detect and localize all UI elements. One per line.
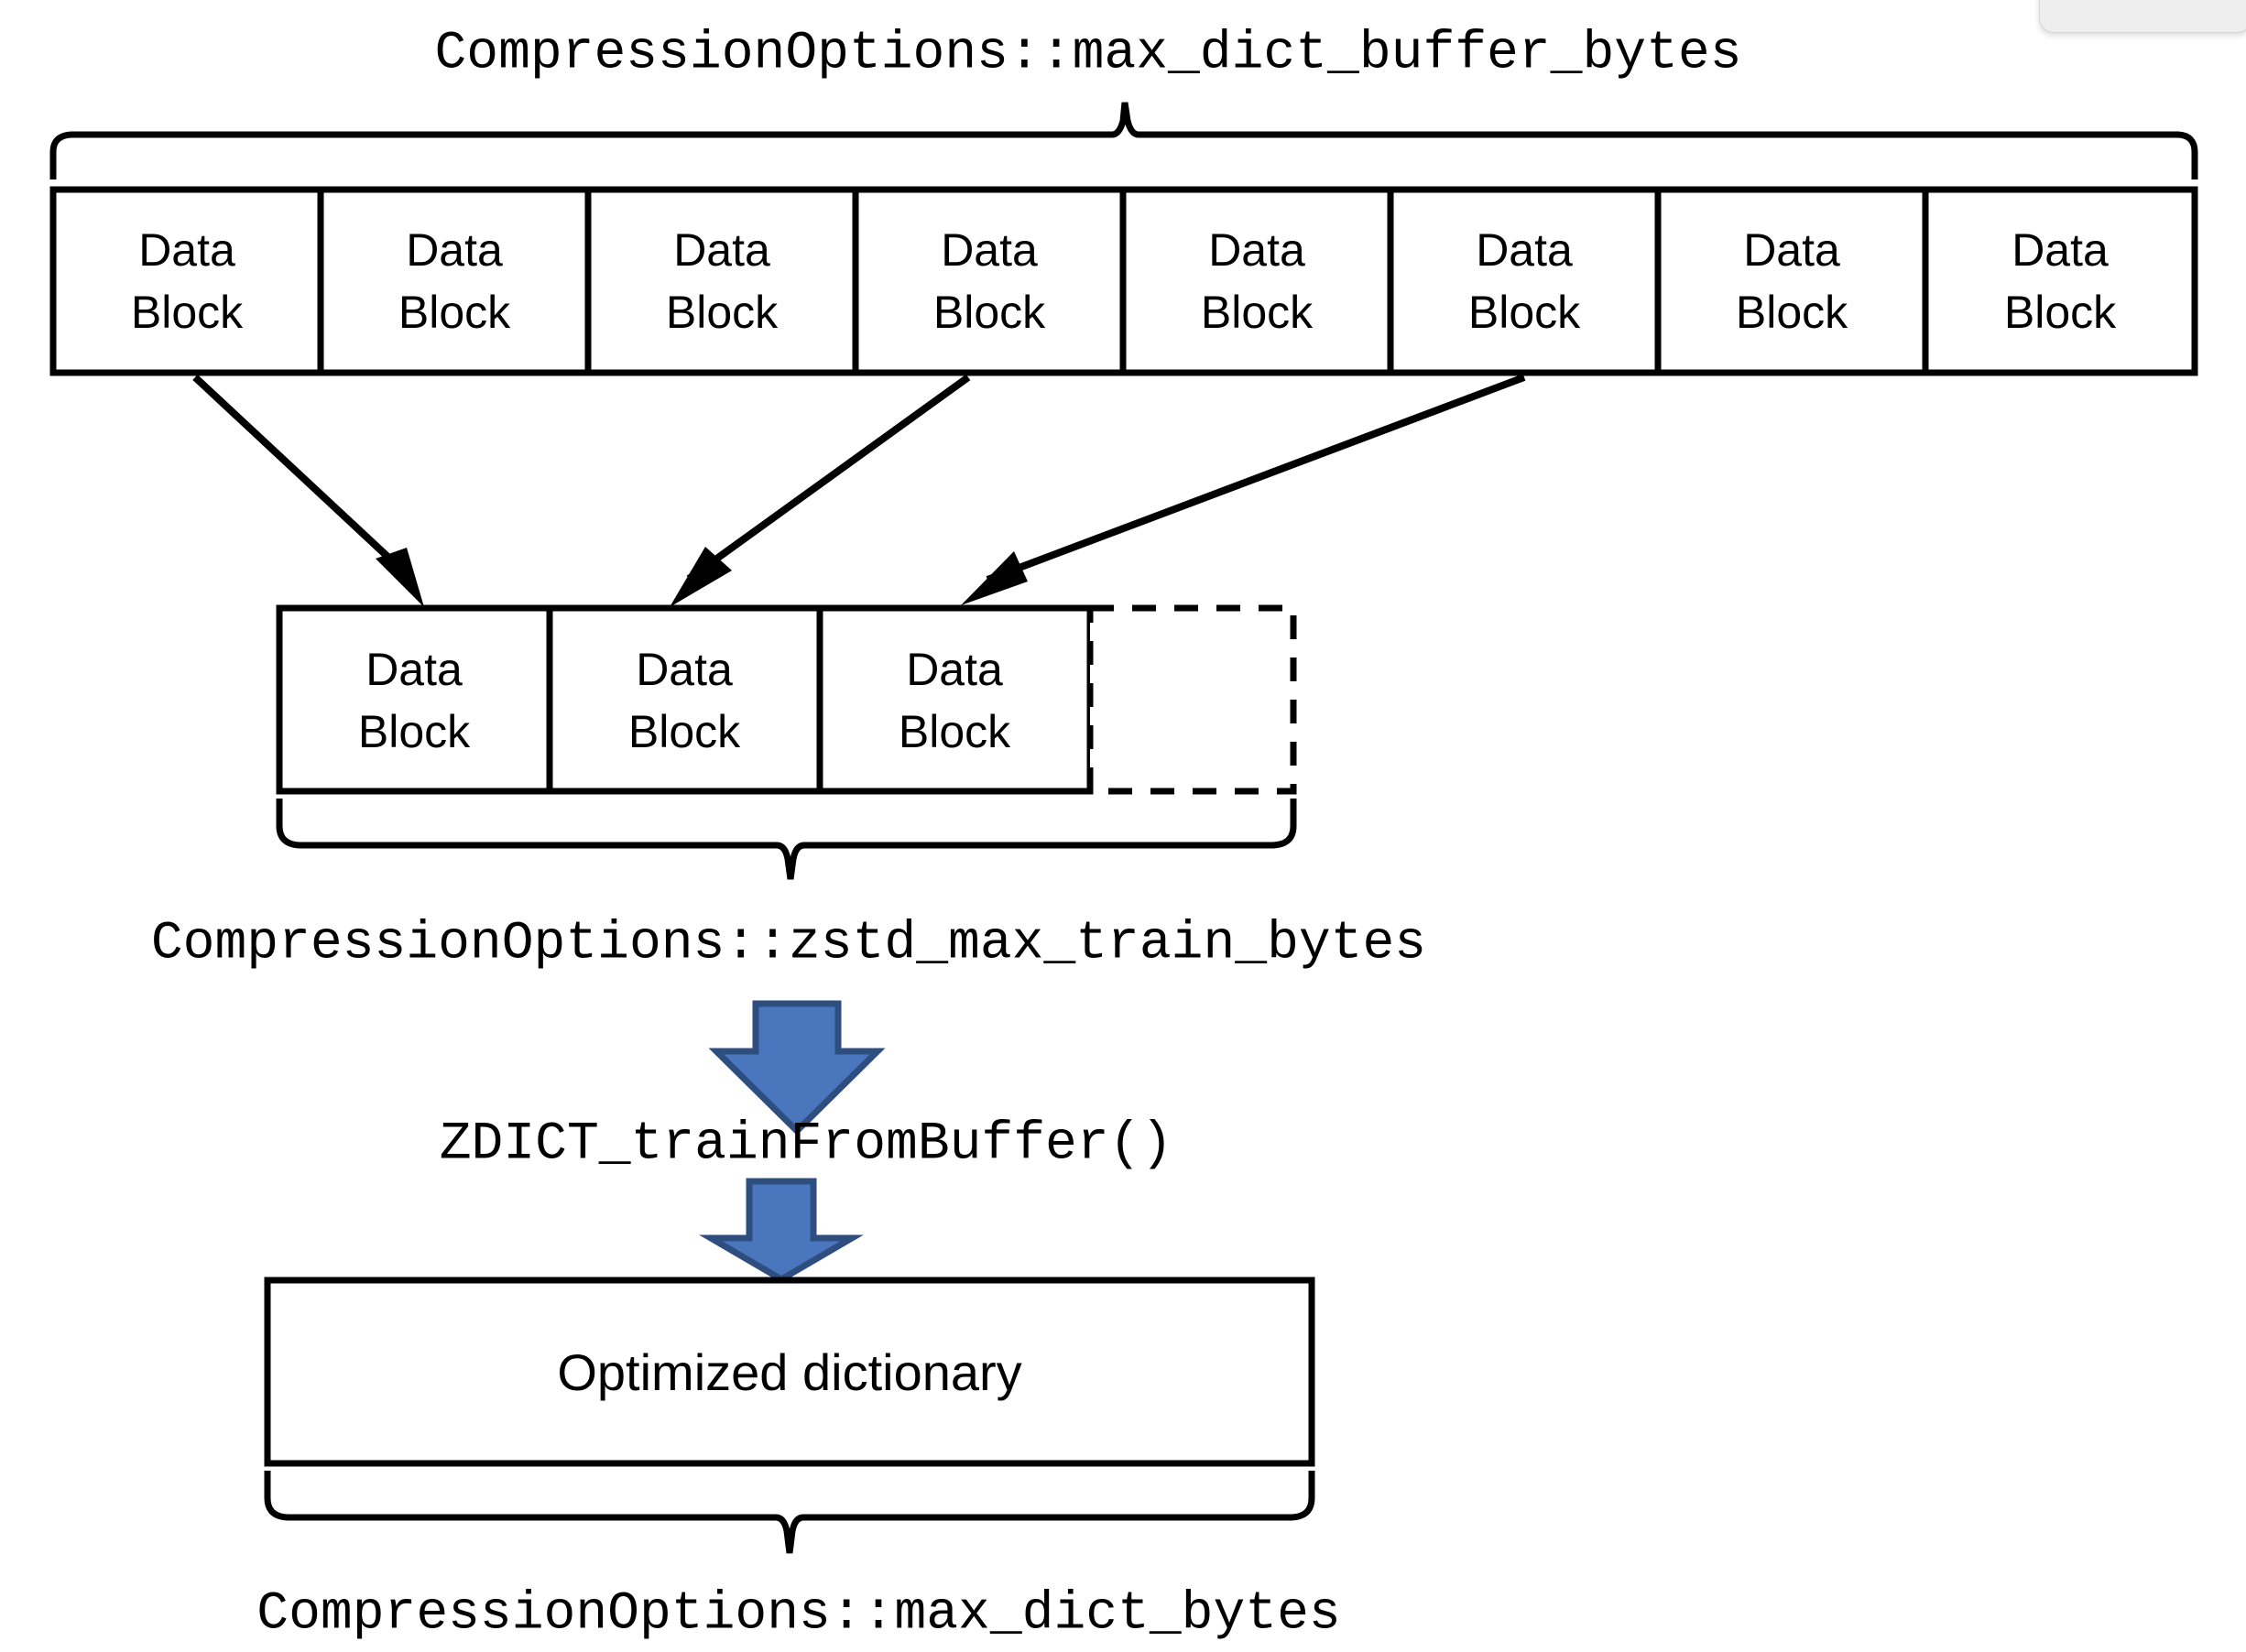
data-block-line2: Block bbox=[131, 287, 244, 338]
data-block: Data Block bbox=[1387, 186, 1662, 376]
data-block-line1: Data bbox=[906, 644, 1003, 695]
data-block-line2: Block bbox=[2004, 287, 2117, 338]
sampling-arrow bbox=[192, 375, 424, 607]
optimized-dictionary-label: Optimized dictionary bbox=[557, 1343, 1021, 1401]
sample-data-block-row: Data Block Data Block Data Block bbox=[276, 604, 1297, 795]
data-block-line2: Block bbox=[628, 706, 741, 757]
data-block-line1: Data bbox=[365, 644, 463, 695]
data-block-placeholder-dashed bbox=[1086, 604, 1297, 795]
data-block-line1: Data bbox=[1476, 224, 1573, 276]
data-block-line2: Block bbox=[358, 706, 471, 757]
data-block-line2: Block bbox=[899, 706, 1011, 757]
data-block: Data Block bbox=[276, 604, 553, 795]
data-block-line1: Data bbox=[406, 224, 503, 276]
data-block-line2: Block bbox=[1468, 287, 1581, 338]
blue-down-arrow-1 bbox=[708, 1000, 886, 1136]
sampling-arrow bbox=[670, 374, 971, 607]
top-data-block-row: Data Block Data Block Data Block Data Bl… bbox=[49, 186, 2198, 376]
max-dict-bytes-brace bbox=[264, 1471, 1315, 1554]
data-block-line2: Block bbox=[1201, 287, 1314, 338]
data-block: Data Block bbox=[1654, 186, 1929, 376]
zstd-train-brace bbox=[276, 799, 1297, 880]
overlay-panel-corner bbox=[2039, 0, 2246, 33]
data-block: Data Block bbox=[317, 186, 592, 376]
data-block-line1: Data bbox=[636, 644, 733, 695]
data-block-line1: Data bbox=[1743, 224, 1840, 276]
data-block: Data Block bbox=[816, 604, 1094, 795]
data-block-line2: Block bbox=[1736, 287, 1848, 338]
data-block-line1: Data bbox=[941, 224, 1038, 276]
data-block: Data Block bbox=[1922, 186, 2198, 376]
data-block-line1: Data bbox=[2012, 224, 2109, 276]
zstd-max-train-bytes-label: CompressionOptions::zstd_max_train_bytes bbox=[151, 914, 1426, 973]
data-block-line2: Block bbox=[398, 287, 511, 338]
data-block: Data Block bbox=[49, 186, 324, 376]
sampling-arrow bbox=[961, 374, 1526, 605]
data-block: Data Block bbox=[584, 186, 859, 376]
data-block: Data Block bbox=[1119, 186, 1394, 376]
max-dict-buffer-bytes-label: CompressionOptions::max_dict_buffer_byte… bbox=[434, 24, 1741, 83]
data-block-line2: Block bbox=[666, 287, 779, 338]
max-dict-bytes-label: CompressionOptions::max_dict_bytes bbox=[256, 1584, 1340, 1644]
blue-down-arrow-2 bbox=[699, 1178, 864, 1284]
data-block-line1: Data bbox=[673, 224, 770, 276]
data-block-line1: Data bbox=[138, 224, 235, 276]
zdict-trainfrombuffer-label: ZDICT_trainFromBuffer() bbox=[440, 1114, 1173, 1174]
data-block: Data Block bbox=[546, 604, 823, 795]
data-block: Data Block bbox=[852, 186, 1127, 376]
data-block-line1: Data bbox=[1208, 224, 1305, 276]
data-block-line2: Block bbox=[933, 287, 1046, 338]
top-brace bbox=[49, 102, 2198, 179]
optimized-dictionary-box: Optimized dictionary bbox=[264, 1277, 1315, 1467]
sampling-arrows bbox=[192, 374, 1526, 607]
